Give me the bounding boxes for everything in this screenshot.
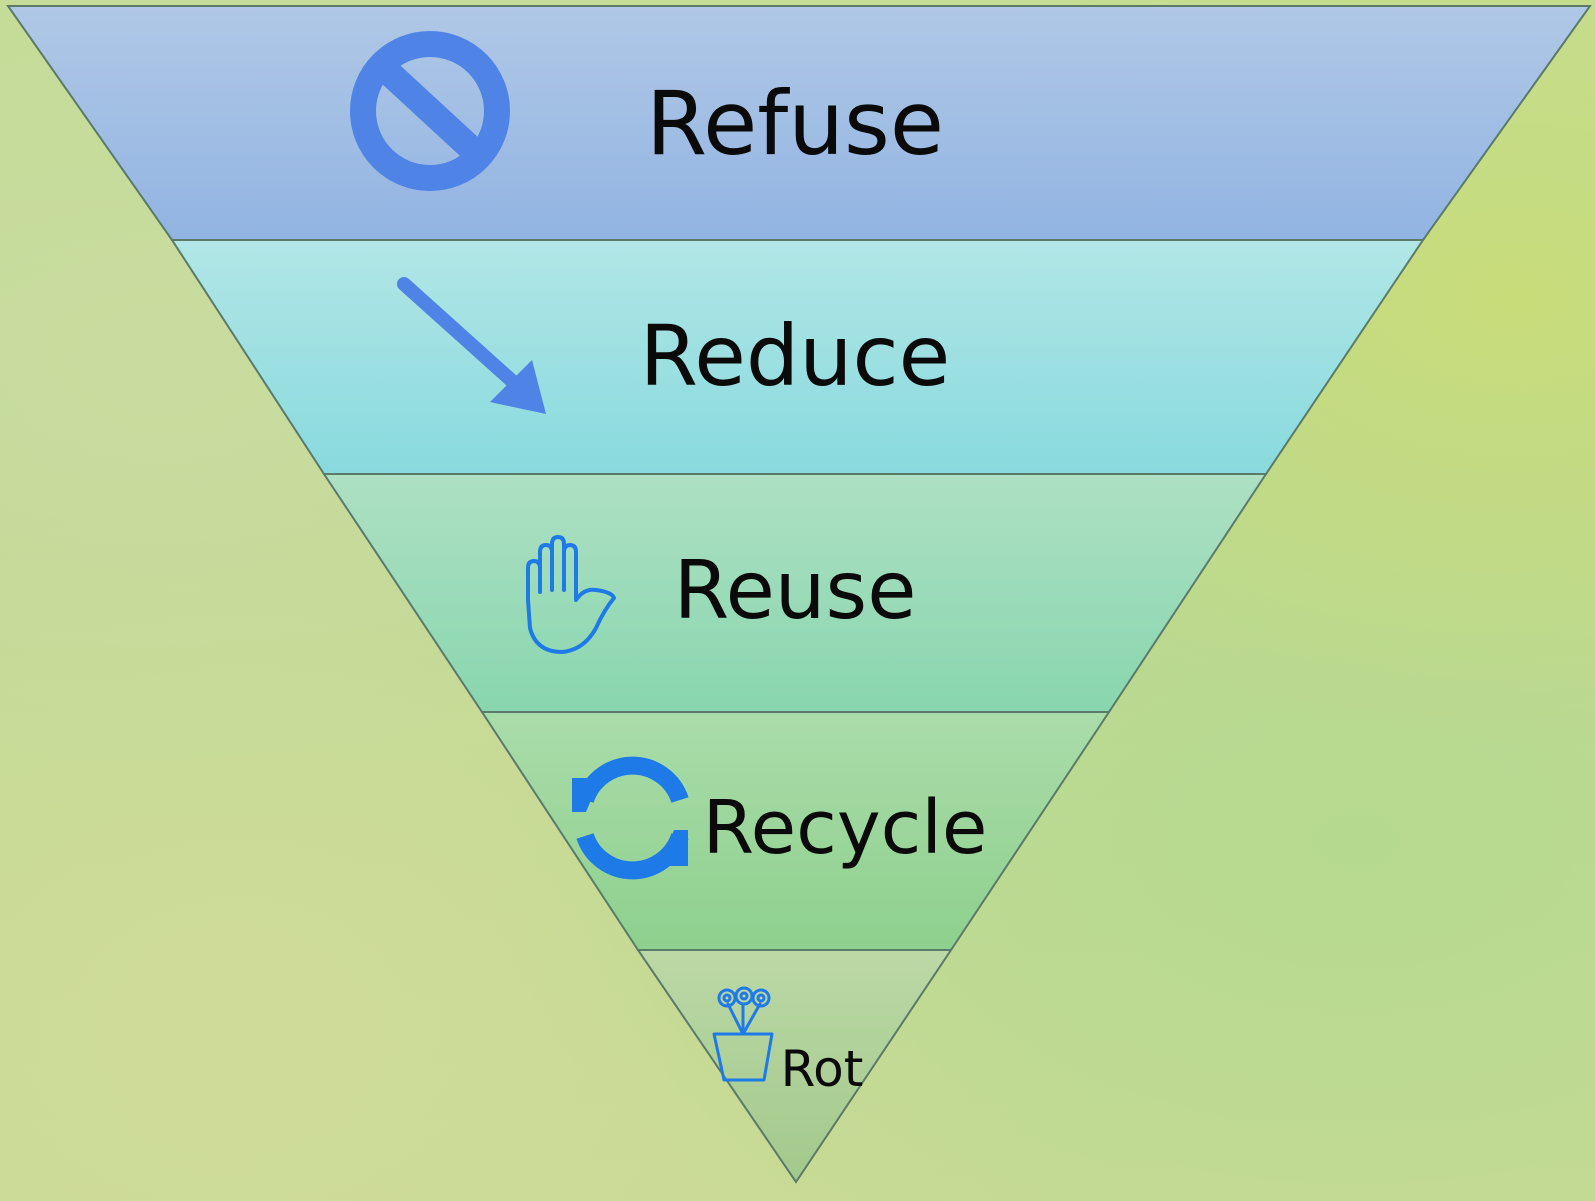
no-entry-icon	[350, 31, 510, 191]
hand-icon	[526, 535, 616, 654]
tier-label-recycle: Recycle	[703, 785, 988, 871]
tier-band-rot	[636, 949, 953, 1184]
down-right-arrow-icon	[397, 277, 546, 414]
tier-label-reduce: Reduce	[640, 307, 951, 405]
recycle-icon	[572, 756, 689, 880]
flower-pot-icon	[712, 986, 774, 1082]
tier-label-rot: Rot	[781, 1040, 864, 1098]
tier-label-reuse: Reuse	[674, 544, 917, 637]
tier-label-refuse: Refuse	[646, 72, 944, 175]
